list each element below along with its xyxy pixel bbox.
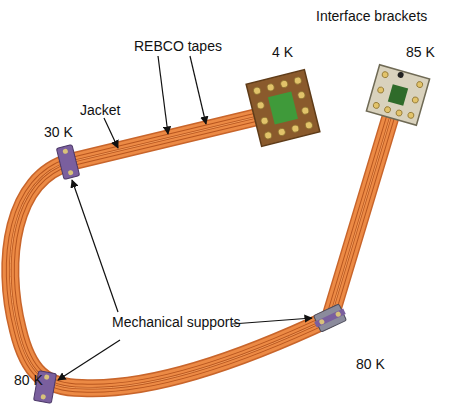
part-label: REBCO tapes [134, 38, 222, 54]
temperature-label: 4 K [272, 44, 293, 60]
temperature-label: 80 K [356, 356, 385, 372]
mechanical-support [34, 145, 349, 404]
group-label: Interface brackets [316, 8, 427, 24]
temperature-label: 80 K [14, 372, 43, 388]
part-label: Jacket [80, 102, 120, 118]
temperature-label: 85 K [406, 44, 435, 60]
interface-bracket [366, 65, 429, 125]
group-label: Mechanical supports [112, 314, 240, 330]
temperature-label: 30 K [44, 124, 73, 140]
leader-lines [58, 56, 312, 380]
ribbon-cable [10, 112, 392, 388]
interface-bracket [246, 70, 320, 147]
